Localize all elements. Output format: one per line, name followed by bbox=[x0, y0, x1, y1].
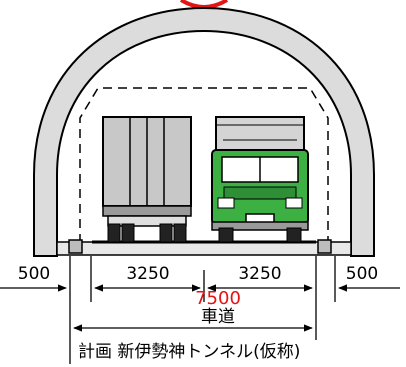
green-truck bbox=[211, 116, 309, 243]
dim-total: 7500 bbox=[195, 288, 241, 309]
curb-right bbox=[317, 239, 332, 254]
road-slab bbox=[56, 241, 352, 256]
carriageway-label: 車道 bbox=[201, 307, 235, 327]
extension-lines bbox=[69, 256, 336, 364]
dim-lane-right: 3250 bbox=[238, 264, 281, 284]
curb-left bbox=[68, 239, 83, 254]
tunnel-lining bbox=[33, 6, 375, 257]
clearance-gauge bbox=[79, 87, 329, 243]
grey-box-truck bbox=[102, 116, 192, 243]
red-mark bbox=[179, 0, 229, 9]
dim-lane-left: 3250 bbox=[126, 264, 169, 284]
dim-shoulder-right: 500 bbox=[346, 264, 378, 284]
dim-shoulder-left: 500 bbox=[18, 264, 50, 284]
tunnel-name: 計画 新伊勢神トンネル(仮称) bbox=[78, 342, 300, 362]
